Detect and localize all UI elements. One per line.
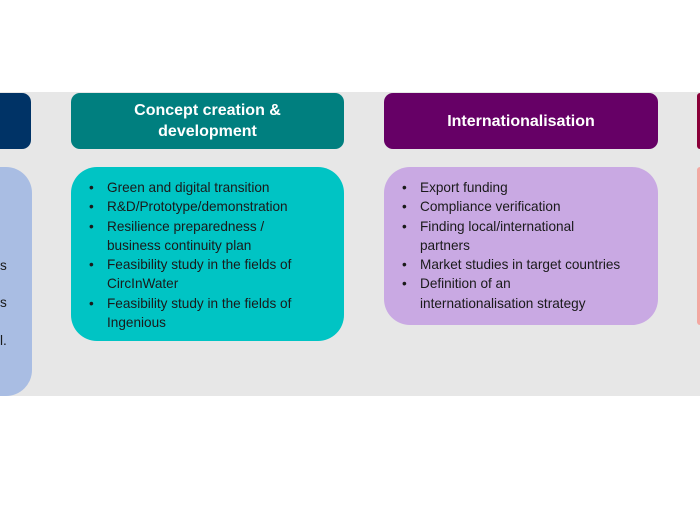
header-title: Internationalisation xyxy=(447,112,595,130)
concept-creation-header: Concept creation & development xyxy=(71,93,344,149)
list-item: R&D/Prototype/demonstration xyxy=(89,197,344,217)
left-column-body: s s l. xyxy=(0,167,32,396)
internationalisation-body: Export funding Compliance verification F… xyxy=(384,167,658,325)
list-item: Definition of an internationalisation st… xyxy=(402,274,610,313)
list-item: Feasibility study in the fields of Ingen… xyxy=(89,294,322,333)
list-item: Feasibility study in the fields of CircI… xyxy=(89,255,322,294)
list-item: Green and digital transition xyxy=(89,178,344,198)
list-item: Compliance verification xyxy=(402,197,658,217)
right-column-body xyxy=(697,167,700,325)
left-column-header xyxy=(0,93,31,149)
list-item: Resilience preparedness / business conti… xyxy=(89,217,292,256)
concept-creation-body: Green and digital transition R&D/Prototy… xyxy=(71,167,344,341)
text-fragment: l. xyxy=(0,333,7,348)
internationalisation-header: Internationalisation xyxy=(384,93,658,149)
list-item: Market studies in target countries xyxy=(402,255,658,275)
list-item: Finding local/international partners xyxy=(402,217,600,256)
header-title: Concept creation & development xyxy=(134,102,281,140)
right-column-header xyxy=(697,93,700,149)
list-item: Export funding xyxy=(402,178,658,198)
text-fragment: s xyxy=(0,258,7,273)
text-fragment: s xyxy=(0,295,7,310)
